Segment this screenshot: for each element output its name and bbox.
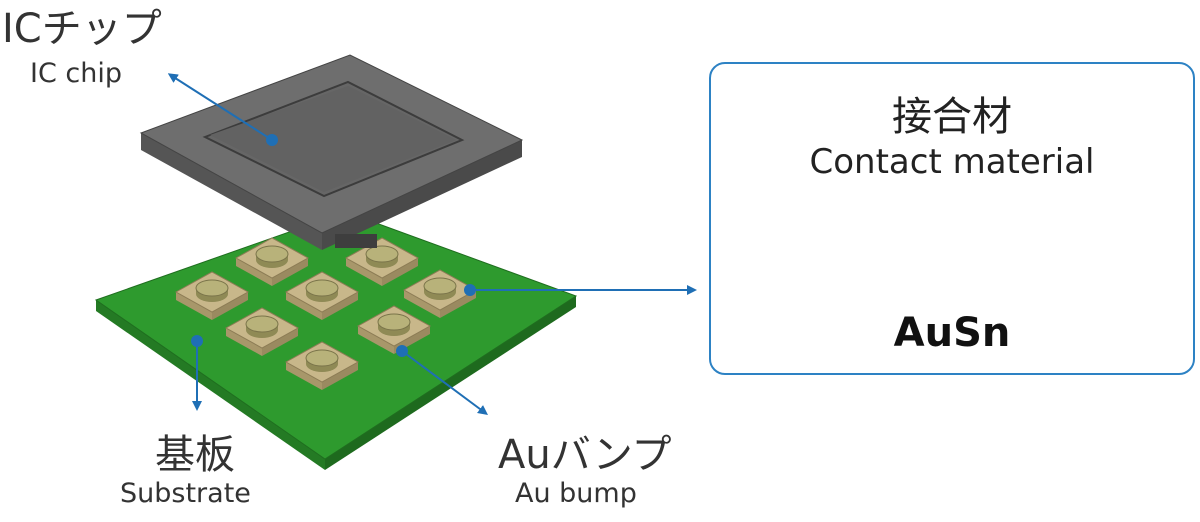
au-bump-leader bbox=[401, 350, 489, 415]
au-bump-pad bbox=[402, 269, 478, 318]
au-bump-pads bbox=[174, 237, 478, 390]
ic-chip-label-en: IC chip bbox=[30, 58, 122, 89]
au-bump-pad bbox=[224, 307, 300, 356]
au-bump-dot bbox=[396, 345, 408, 357]
au-bump-pad bbox=[234, 237, 310, 286]
au-bump-pad bbox=[284, 341, 360, 390]
leader-lines bbox=[167, 73, 697, 415]
material-name: AuSn bbox=[893, 310, 1011, 356]
substrate-label-en: Substrate bbox=[120, 478, 251, 509]
ic-chip bbox=[139, 54, 524, 250]
au-bump-label-jp: Auバンプ bbox=[498, 432, 672, 478]
panel-title-jp: 接合材 bbox=[892, 94, 1012, 140]
au-bump-pad bbox=[174, 271, 250, 320]
au-bump-pad bbox=[344, 237, 420, 286]
ic-chip-dot bbox=[266, 134, 278, 146]
contact-material-panel: 接合材 Contact material AuSn bbox=[709, 62, 1195, 375]
substrate-dot bbox=[191, 335, 203, 347]
contact-material-dot bbox=[464, 284, 476, 296]
ic-chip-leader bbox=[167, 73, 273, 141]
au-bump-label-en: Au bump bbox=[515, 478, 637, 509]
panel-title-en: Contact material bbox=[809, 142, 1095, 182]
au-bump-pad bbox=[284, 271, 360, 320]
substrate-label-jp: 基板 bbox=[155, 432, 235, 478]
ic-chip-label-jp: ICチップ bbox=[2, 6, 162, 52]
